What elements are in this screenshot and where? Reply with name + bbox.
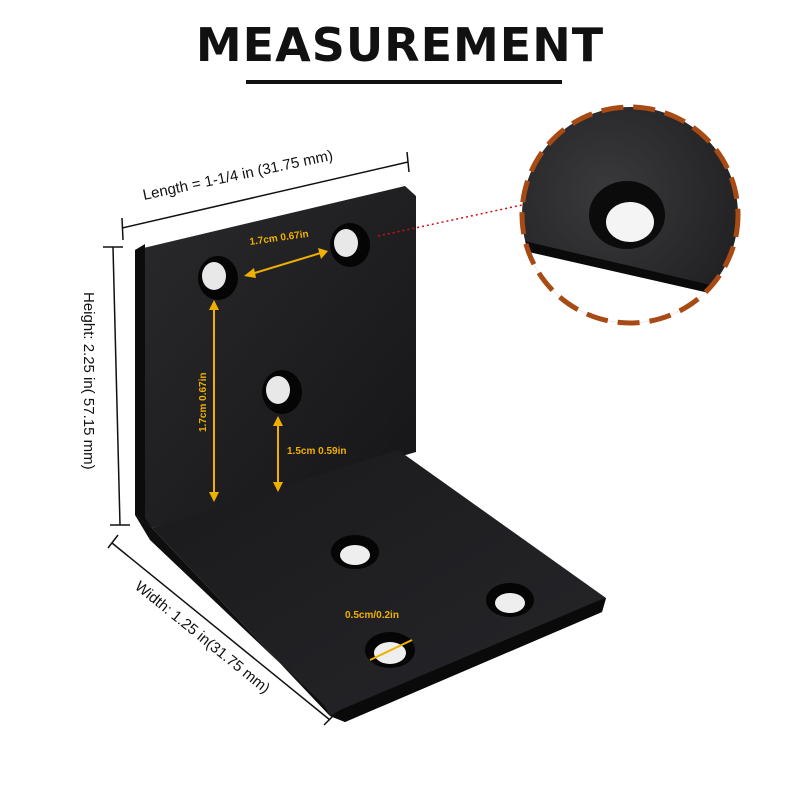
l-bracket [135,186,606,722]
plate-edge [135,244,152,528]
length-dimension-label: Length = 1-1/4 in (31.75 mm) [141,147,334,204]
page-title: MEASUREMENT [195,18,605,72]
countersunk-hole [331,535,379,569]
height-dimension-label: Height: 2.25 in( 57.15 mm) [80,292,97,470]
hole-diameter-label: 0.5cm/0.2in [345,610,399,621]
bend-edge [135,515,330,716]
countersunk-hole [330,223,370,267]
countersunk-hole [486,583,534,617]
title-underline [246,80,562,84]
hole-annotations [209,248,413,661]
countersunk-hole [262,370,302,414]
detail-inset [519,104,741,326]
front-edge [330,598,606,722]
countersunk-hole [198,256,238,300]
dimension-lines [103,151,410,726]
hole-spacing-vertical-label: 1.7cm 0.67in [198,373,209,432]
hole-to-bend-label: 1.5cm 0.59in [287,446,346,457]
